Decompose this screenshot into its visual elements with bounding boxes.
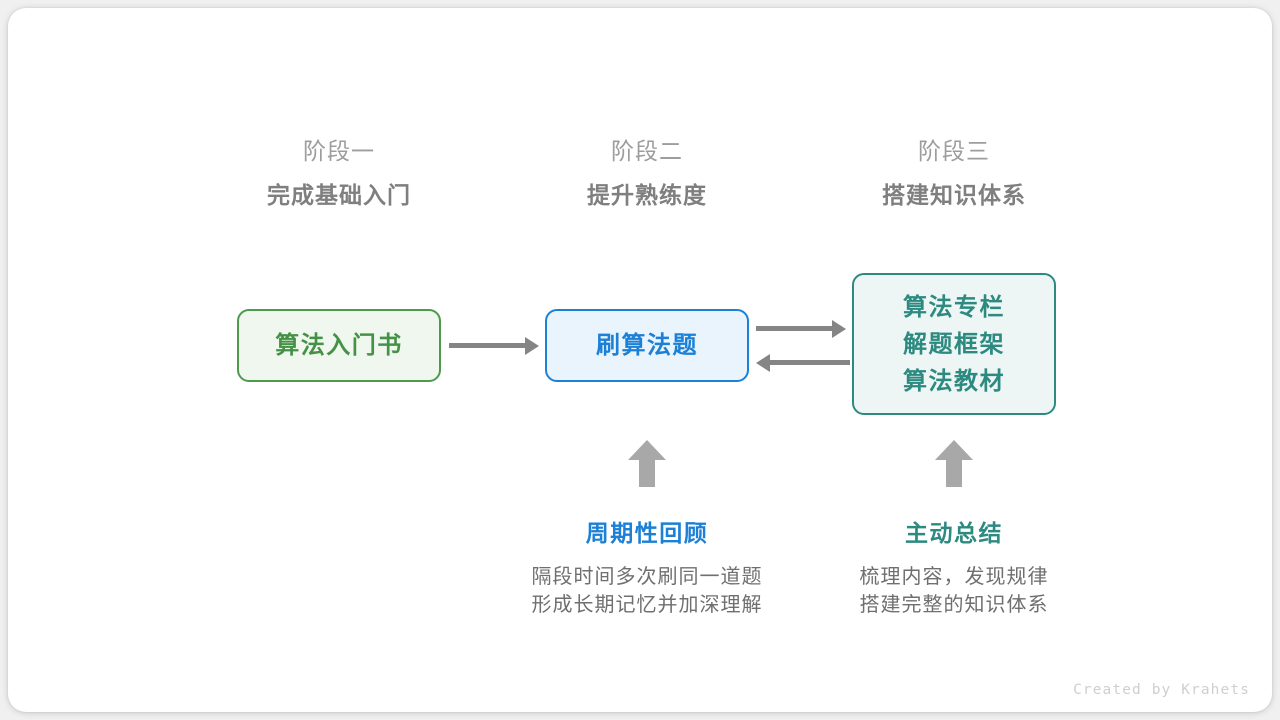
note-review-title: 周期性回顾 [585, 520, 709, 546]
note-periodic-review: 周期性回顾 隔段时间多次刷同一道题 形成长期记忆并加深理解 [487, 517, 807, 619]
arrow-up-tip [935, 440, 973, 460]
arrow-shaft [756, 326, 834, 331]
node-learning-resources: 算法专栏 解题框架 算法教材 [852, 273, 1056, 415]
stage-3-label: 阶段三 [918, 138, 990, 164]
node-algorithm-intro-book: 算法入门书 [237, 309, 441, 382]
stage-header-1: 阶段一 完成基础入门 [189, 136, 489, 212]
note-review-body: 隔段时间多次刷同一道题 形成长期记忆并加深理解 [487, 563, 807, 619]
arrow-left-icon [756, 353, 770, 372]
arrow-up-tip [628, 440, 666, 460]
arrow-right-icon [832, 319, 846, 338]
arrow-up-review-icon [628, 440, 666, 487]
note-review-line-1: 隔段时间多次刷同一道题 [531, 566, 763, 588]
node-practice-problems: 刷算法题 [545, 309, 749, 382]
note-active-summary: 主动总结 梳理内容，发现规律 搭建完整的知识体系 [794, 517, 1114, 619]
stage-1-label: 阶段一 [303, 138, 375, 164]
stage-2-title: 提升熟练度 [587, 182, 707, 208]
stage-header-3: 阶段三 搭建知识体系 [804, 136, 1104, 212]
node-book-line-1: 算法入门书 [275, 332, 403, 359]
arrow-right-icon [525, 336, 539, 355]
stage-header-2: 阶段二 提升熟练度 [497, 136, 797, 212]
arrow-up-summary-icon [935, 440, 973, 487]
note-summary-line-2: 搭建完整的知识体系 [859, 594, 1049, 616]
stage-2-label: 阶段二 [611, 138, 683, 164]
arrow-shaft [449, 343, 527, 348]
arrow-up-shaft [946, 458, 962, 487]
arrow-shaft [770, 360, 850, 365]
node-resources-line-3: 算法教材 [903, 367, 1005, 395]
diagram-canvas: 阶段一 完成基础入门 阶段二 提升熟练度 阶段三 搭建知识体系 算法入门书 刷算… [8, 8, 1272, 712]
stage-1-title: 完成基础入门 [267, 182, 411, 208]
arrow-up-shaft [639, 458, 655, 487]
node-resources-line-1: 算法专栏 [903, 293, 1005, 321]
stage-3-title: 搭建知识体系 [882, 182, 1026, 208]
note-summary-body: 梳理内容，发现规律 搭建完整的知识体系 [794, 563, 1114, 619]
node-practice-line-1: 刷算法题 [596, 332, 698, 359]
note-summary-line-1: 梳理内容，发现规律 [859, 566, 1049, 588]
node-resources-line-2: 解题框架 [903, 330, 1005, 358]
note-summary-title: 主动总结 [905, 520, 1003, 546]
note-review-line-2: 形成长期记忆并加深理解 [531, 594, 763, 616]
credit-text: Created by Krahets [1073, 682, 1250, 698]
